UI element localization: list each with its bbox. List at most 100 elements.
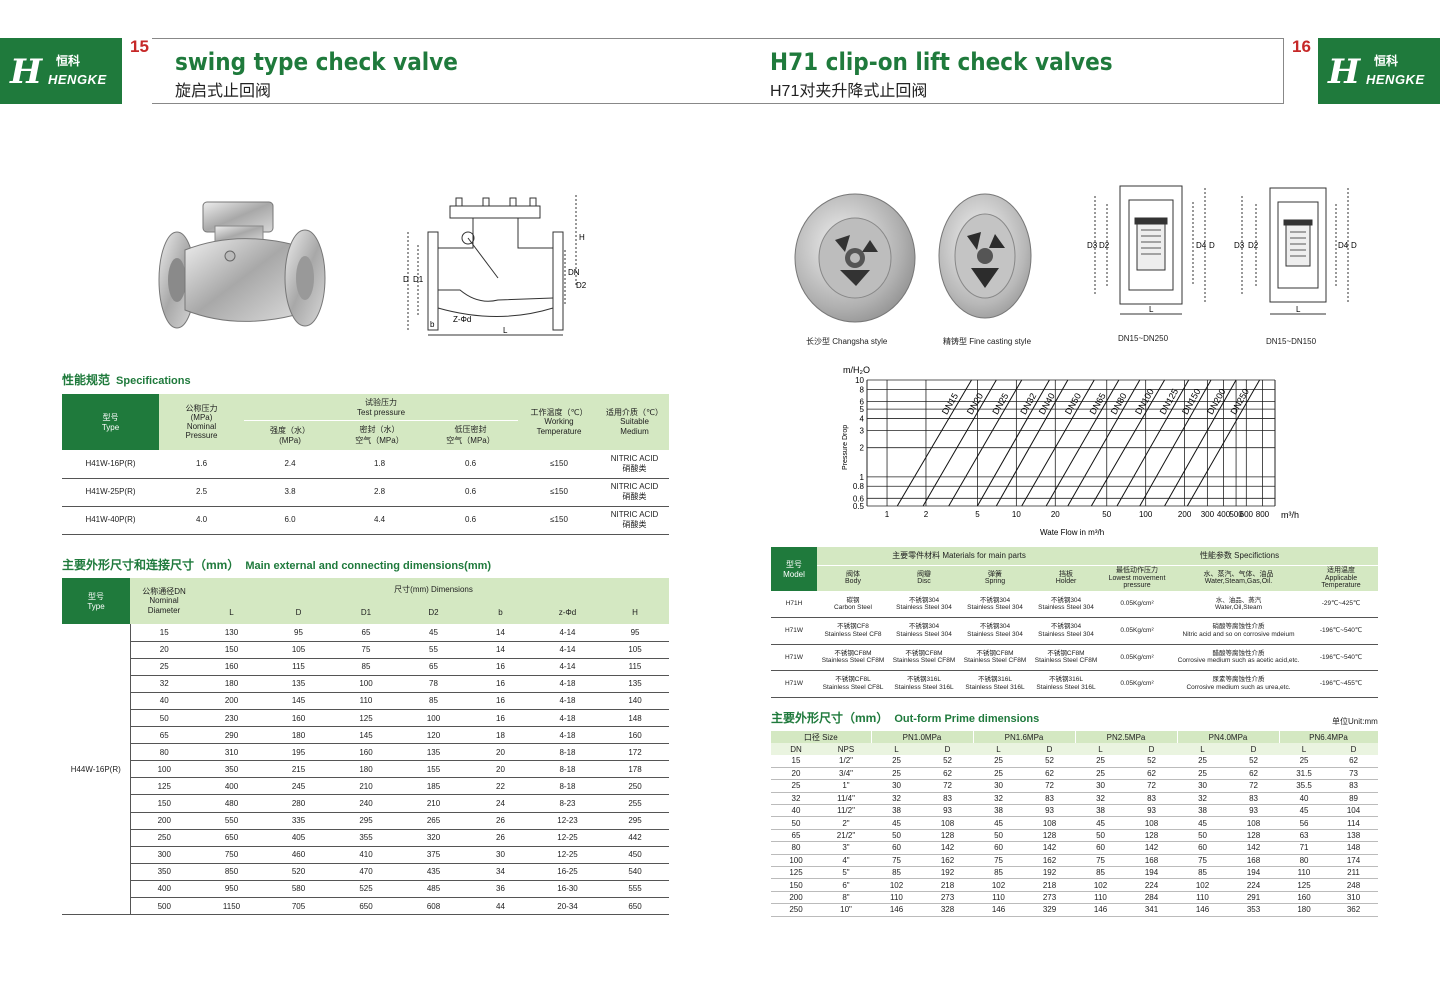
table-cell: 140 bbox=[601, 692, 670, 710]
table-cell: 不锈钢304 Stainless Steel 304 bbox=[1031, 591, 1101, 618]
drawing-b-d4: D4 bbox=[1338, 241, 1349, 250]
dim-column-header: D1 bbox=[332, 600, 400, 624]
table-cell: 240 bbox=[332, 794, 400, 813]
chart-y-label: Pressure Drop bbox=[842, 425, 849, 470]
dim-column-header: z-Φd bbox=[534, 600, 601, 624]
table-cell: 273 bbox=[1024, 891, 1076, 905]
drawing-label-dn: DN bbox=[568, 268, 580, 277]
table-cell: 75 bbox=[332, 641, 400, 659]
table-cell: 102 bbox=[973, 878, 1025, 892]
table-cell: 89 bbox=[1329, 792, 1379, 806]
table-cell: 16 bbox=[467, 709, 534, 728]
table-cell: 142 bbox=[1024, 841, 1076, 855]
fine-casting-valve-photo bbox=[938, 193, 1032, 319]
table-cell: 280 bbox=[265, 794, 332, 813]
table-cell: 114 bbox=[1329, 816, 1379, 830]
table-cell: 142 bbox=[922, 841, 974, 855]
table-cell: 180 bbox=[1279, 903, 1330, 917]
table-cell: 不锈钢CF8M Stainless Steel CF8M bbox=[1031, 644, 1101, 671]
table-cell: 60 bbox=[1075, 841, 1127, 855]
table-cell: 400 bbox=[198, 777, 265, 796]
table-cell: 146 bbox=[871, 903, 923, 917]
table-cell: 195 bbox=[265, 743, 332, 762]
table-cell: 16-30 bbox=[534, 880, 601, 899]
table-cell: 146 bbox=[1075, 903, 1127, 917]
spec-header-seal-air: 低压密封 空气（MPa） bbox=[423, 420, 519, 450]
table-cell: 14 bbox=[467, 624, 534, 642]
table-cell: 4-18 bbox=[534, 692, 601, 710]
table-cell: 75 bbox=[1075, 854, 1127, 868]
table-cell: 50 bbox=[1177, 829, 1229, 843]
table-cell: 72 bbox=[922, 779, 974, 793]
x-tick-label: 5 bbox=[975, 510, 980, 519]
table-cell: 328 bbox=[922, 903, 974, 917]
table-cell: 110 bbox=[871, 891, 923, 905]
of-sub-header: L bbox=[1279, 743, 1330, 755]
table-cell: -196℃~540℃ bbox=[1304, 617, 1379, 645]
table-cell: 不锈钢304 Stainless Steel 304 bbox=[889, 591, 959, 618]
x-tick-label: 10 bbox=[1012, 510, 1021, 519]
table-cell: 45 bbox=[400, 624, 467, 642]
table-cell: 30 bbox=[467, 846, 534, 864]
table-cell: 230 bbox=[198, 709, 265, 728]
material-table: 型号 Model 主要零件材料 Materials for main parts… bbox=[771, 547, 1379, 698]
table-cell: 145 bbox=[332, 726, 400, 745]
table-cell: 178 bbox=[601, 760, 670, 779]
x-tick-label: 400 bbox=[1217, 510, 1231, 519]
x-tick-label: 50 bbox=[1102, 510, 1111, 519]
table-cell: 160 bbox=[1279, 891, 1330, 905]
logo-en: HENGKE bbox=[1366, 72, 1425, 87]
drawing-label-d: D bbox=[403, 275, 409, 284]
table-cell: 353 bbox=[1228, 903, 1280, 917]
spec-header-temp: 工作温度（℃） Working Temperature bbox=[518, 394, 601, 450]
of-header-pressure: PN1.0MPa bbox=[871, 731, 974, 743]
spec-table: 型号 Type 公称压力 (MPa) Nominal Pressure 试验压力… bbox=[62, 394, 670, 535]
table-cell: 12-23 bbox=[534, 812, 601, 830]
hengke-logo-left: H 恒科 HENGKE bbox=[0, 38, 122, 104]
table-cell: 295 bbox=[332, 812, 400, 830]
x-tick-label: 100 bbox=[1139, 510, 1153, 519]
table-cell: 25 bbox=[1075, 755, 1127, 768]
table-cell: -29℃~425℃ bbox=[1304, 591, 1379, 618]
table-cell: 520 bbox=[265, 863, 332, 881]
table-cell: 4.4 bbox=[336, 506, 423, 535]
table-cell: 不锈钢316L Stainless Steel 316L bbox=[889, 670, 959, 698]
table-cell: 135 bbox=[400, 743, 467, 762]
table-cell: 65 bbox=[332, 624, 400, 642]
table-cell: 40 bbox=[1279, 792, 1330, 806]
table-cell: 1" bbox=[821, 779, 872, 793]
table-cell: 100 bbox=[130, 760, 198, 779]
mat-sub-header: 弹簧 Spring bbox=[959, 565, 1031, 591]
drawing-a-d3: D3 bbox=[1087, 241, 1098, 250]
y-tick-label: 0.5 bbox=[853, 502, 865, 511]
mat-header-parts: 主要零件材料 Materials for main parts bbox=[817, 547, 1101, 566]
table-cell: 410 bbox=[332, 846, 400, 864]
dim-column-header: H bbox=[601, 600, 670, 624]
table-cell: 75 bbox=[871, 854, 923, 868]
table-cell: 162 bbox=[922, 854, 974, 868]
table-cell: 25 bbox=[871, 767, 923, 781]
table-cell: 146 bbox=[1177, 903, 1229, 917]
drawing-b-d3: D3 bbox=[1234, 241, 1245, 250]
table-cell: 0.05Kg/cm² bbox=[1101, 670, 1173, 698]
table-cell: 14 bbox=[467, 641, 534, 659]
x-tick-label: 500 bbox=[1229, 510, 1243, 519]
table-cell: 32 bbox=[1177, 792, 1229, 806]
table-cell: 32 bbox=[1075, 792, 1127, 806]
table-cell: 22 bbox=[467, 777, 534, 796]
table-cell: 不锈钢CF8M Stainless Steel CF8M bbox=[817, 644, 889, 671]
table-cell: 8-18 bbox=[534, 760, 601, 779]
drawing-label-d2: D2 bbox=[576, 281, 587, 290]
table-cell: 108 bbox=[1024, 816, 1076, 830]
table-cell: 460 bbox=[265, 846, 332, 864]
table-cell: 16-25 bbox=[534, 863, 601, 881]
table-cell: 不锈钢CF8 Stainless Steel CF8 bbox=[817, 617, 889, 645]
